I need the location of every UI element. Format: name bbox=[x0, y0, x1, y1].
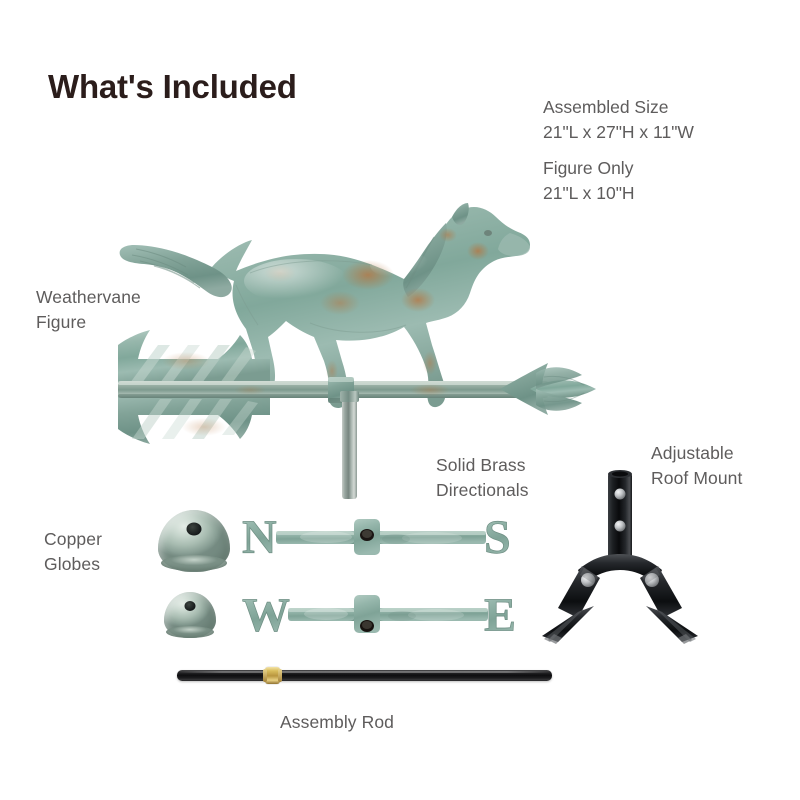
copper-globe-large bbox=[158, 510, 230, 572]
label-assembly-rod-line1: Assembly Rod bbox=[280, 712, 395, 732]
label-solid-brass-directionals-line1: Solid Brass bbox=[436, 455, 526, 475]
weathervane-spindle bbox=[342, 391, 357, 499]
assembly-rod-collar-lip-right bbox=[278, 669, 282, 682]
weathervane-spindle-collar bbox=[340, 391, 359, 402]
spec-assembled-size-heading: Assembled Size bbox=[543, 97, 669, 117]
label-solid-brass-directionals: Solid Brass Directionals bbox=[436, 453, 529, 503]
directional-north-south: N S N S bbox=[236, 505, 522, 570]
copper-globe-large-hole bbox=[186, 522, 202, 536]
directional-north-south-svg: N S bbox=[242, 511, 511, 565]
label-solid-brass-directionals-line2: Directionals bbox=[436, 479, 529, 500]
assembly-rod-highlight bbox=[177, 671, 552, 673]
label-copper-globes: Copper Globes bbox=[44, 527, 102, 577]
copper-globe-large-rim bbox=[160, 555, 228, 572]
weathervane-figure-svg bbox=[118, 203, 596, 444]
directional-west-east: W E W E bbox=[242, 584, 534, 646]
assembly-rod-brass-collar bbox=[265, 667, 280, 684]
label-adjustable-roof-mount: Adjustable Roof Mount bbox=[651, 441, 742, 491]
spec-assembled-size: Assembled Size 21"L x 27"H x 11"W bbox=[543, 95, 694, 145]
horse-figure bbox=[119, 203, 530, 408]
label-adjustable-roof-mount-line1: Adjustable bbox=[651, 443, 734, 463]
arrow-assembly bbox=[118, 330, 596, 444]
label-weathervane-figure-line2: Figure bbox=[36, 311, 87, 332]
assembly-rod-body bbox=[177, 670, 552, 681]
copper-globe-small-hole bbox=[184, 600, 196, 611]
assembly-rod-collar-lip-left bbox=[263, 669, 267, 682]
adjustable-roof-mount bbox=[542, 466, 718, 646]
spec-figure-only-heading: Figure Only bbox=[543, 158, 634, 178]
copper-globe-small-body bbox=[164, 592, 216, 638]
copper-globe-large-body bbox=[158, 510, 230, 572]
spec-figure-only-value: 21"L x 10"H bbox=[543, 182, 635, 203]
label-copper-globes-line1: Copper bbox=[44, 529, 102, 549]
weathervane-figure bbox=[100, 195, 630, 505]
copper-globe-small bbox=[164, 592, 216, 638]
assembly-rod bbox=[177, 667, 552, 684]
directional-west-east-svg: W E bbox=[242, 589, 517, 643]
copper-globe-small-rim bbox=[166, 625, 214, 638]
label-weathervane-figure: Weathervane Figure bbox=[36, 285, 141, 335]
page-title: What's Included bbox=[48, 68, 297, 105]
spec-figure-only: Figure Only 21"L x 10"H bbox=[543, 156, 635, 206]
directional-letter-e: E bbox=[484, 589, 516, 642]
spec-assembled-size-value: 21"L x 27"H x 11"W bbox=[543, 121, 694, 142]
label-copper-globes-line2: Globes bbox=[44, 553, 101, 574]
label-assembly-rod: Assembly Rod bbox=[280, 710, 394, 735]
label-adjustable-roof-mount-line2: Roof Mount bbox=[651, 467, 743, 488]
directional-letter-w: W bbox=[242, 589, 290, 642]
directional-letter-n: N bbox=[242, 511, 277, 564]
adjustable-roof-mount-svg bbox=[542, 470, 698, 644]
label-weathervane-figure-line1: Weathervane bbox=[36, 287, 141, 307]
directional-letter-s: S bbox=[484, 511, 511, 564]
